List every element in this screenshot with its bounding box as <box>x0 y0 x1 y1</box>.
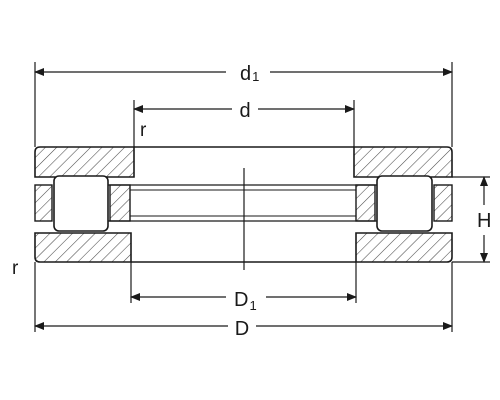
top-washer-left <box>34 146 135 178</box>
roller-row <box>34 175 453 232</box>
left-roller <box>53 175 109 232</box>
bottom-washer-right <box>355 232 453 263</box>
label-H: H <box>477 210 491 232</box>
label-r-top: r <box>140 120 147 141</box>
bottom-washer-left <box>34 232 132 263</box>
bottom-washer <box>34 232 453 263</box>
right-inner-cage-segment <box>355 184 376 222</box>
left-outer-cage-segment <box>34 184 53 222</box>
right-outer-cage-segment <box>433 184 453 222</box>
label-r-left: r <box>12 258 19 279</box>
top-washer-right <box>353 146 453 178</box>
dimension-lines <box>34 68 488 330</box>
right-roller <box>376 175 433 232</box>
top-washer <box>34 146 453 178</box>
dimension-labels: d1 d r r H D1 D <box>12 63 491 340</box>
label-d: d <box>239 100 250 122</box>
label-d1: d1 <box>240 63 259 85</box>
label-D1: D1 <box>234 289 257 313</box>
label-D: D <box>235 318 249 340</box>
left-inner-cage-segment <box>109 184 131 222</box>
